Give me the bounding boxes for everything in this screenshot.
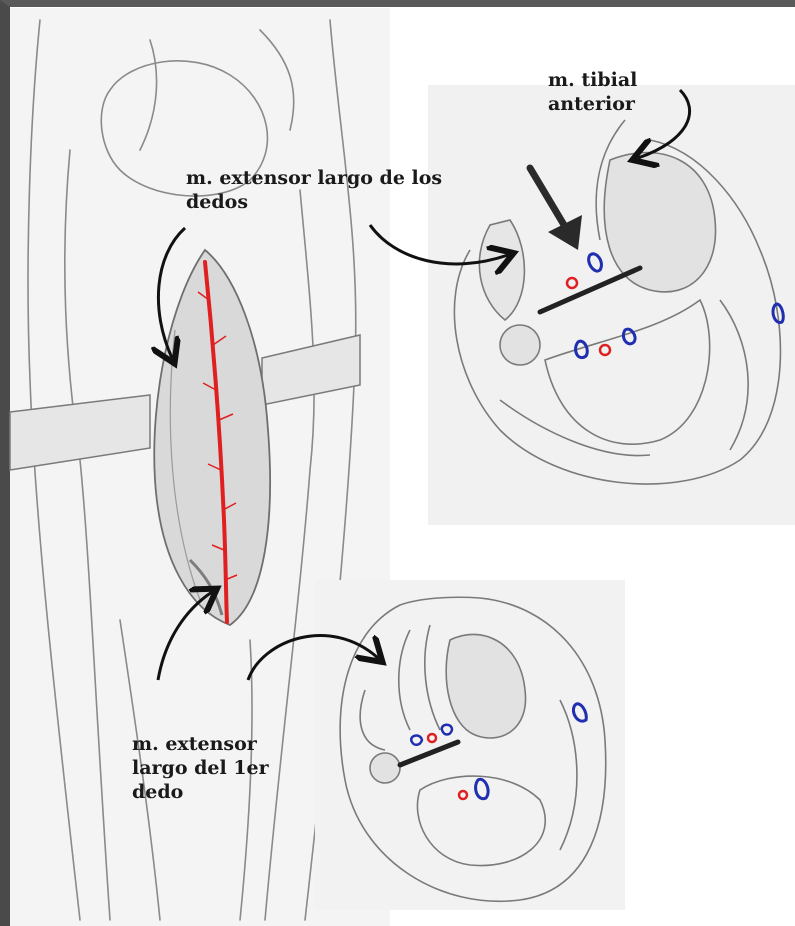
label-extensor-largo-dedos-line2: dedos [186,190,442,214]
label-tibial-anterior-line2: anterior [548,92,637,116]
label-extensor-1er-line2: largo del 1er [132,756,269,780]
upper-fibula [500,325,540,365]
cross-section-upper [370,85,795,525]
label-extensor-1er-line1: m. extensor [132,732,269,756]
label-tibial-anterior: m. tibial anterior [548,68,637,116]
label-tibial-anterior-line1: m. tibial [548,68,637,92]
label-extensor-1er-line3: dedo [132,780,269,804]
label-extensor-largo-dedos-line1: m. extensor largo de los [186,166,442,190]
lower-section-paper [315,580,625,910]
upper-section-paper [428,85,795,525]
lower-fibula [370,753,400,783]
label-extensor-largo-dedos: m. extensor largo de los dedos [186,166,442,214]
label-extensor-largo-1er-dedo: m. extensor largo del 1er dedo [132,732,269,804]
